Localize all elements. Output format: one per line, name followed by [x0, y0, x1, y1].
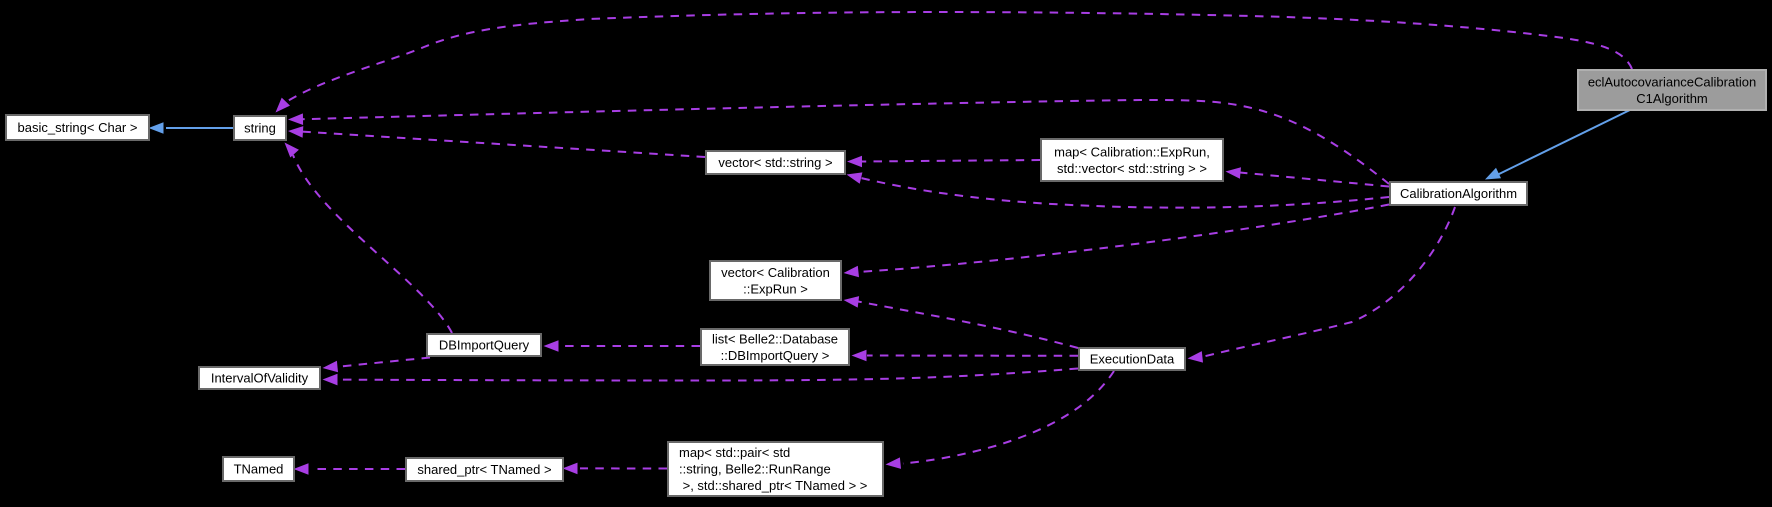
- svg-text:>, std::shared_ptr< TNamed > >: >, std::shared_ptr< TNamed > >: [679, 478, 867, 493]
- svg-text:map< Calibration::ExpRun,: map< Calibration::ExpRun,: [1054, 144, 1210, 159]
- svg-text:::ExpRun >: ::ExpRun >: [743, 281, 808, 296]
- svg-text:map< std::pair< std: map< std::pair< std: [679, 445, 790, 460]
- svg-text:CalibrationAlgorithm: CalibrationAlgorithm: [1400, 186, 1517, 201]
- svg-text:::DBImportQuery >: ::DBImportQuery >: [721, 348, 830, 363]
- svg-text:basic_string< Char >: basic_string< Char >: [18, 120, 138, 135]
- svg-text:shared_ptr< TNamed >: shared_ptr< TNamed >: [417, 462, 551, 477]
- svg-text:ExecutionData: ExecutionData: [1090, 352, 1175, 367]
- svg-text:vector< Calibration: vector< Calibration: [721, 265, 830, 280]
- svg-text:string: string: [244, 121, 276, 136]
- svg-text:C1Algorithm: C1Algorithm: [1636, 91, 1708, 106]
- svg-text:TNamed: TNamed: [234, 462, 284, 477]
- svg-text:std::vector< std::string > >: std::vector< std::string > >: [1057, 161, 1207, 176]
- svg-text:eclAutocovarianceCalibration: eclAutocovarianceCalibration: [1588, 75, 1756, 90]
- svg-text:vector< std::string >: vector< std::string >: [718, 155, 832, 170]
- svg-text:DBImportQuery: DBImportQuery: [439, 338, 530, 353]
- svg-text:::string, Belle2::RunRange: ::string, Belle2::RunRange: [679, 462, 831, 477]
- svg-text:list< Belle2::Database: list< Belle2::Database: [712, 331, 838, 346]
- svg-text:IntervalOfValidity: IntervalOfValidity: [211, 371, 309, 386]
